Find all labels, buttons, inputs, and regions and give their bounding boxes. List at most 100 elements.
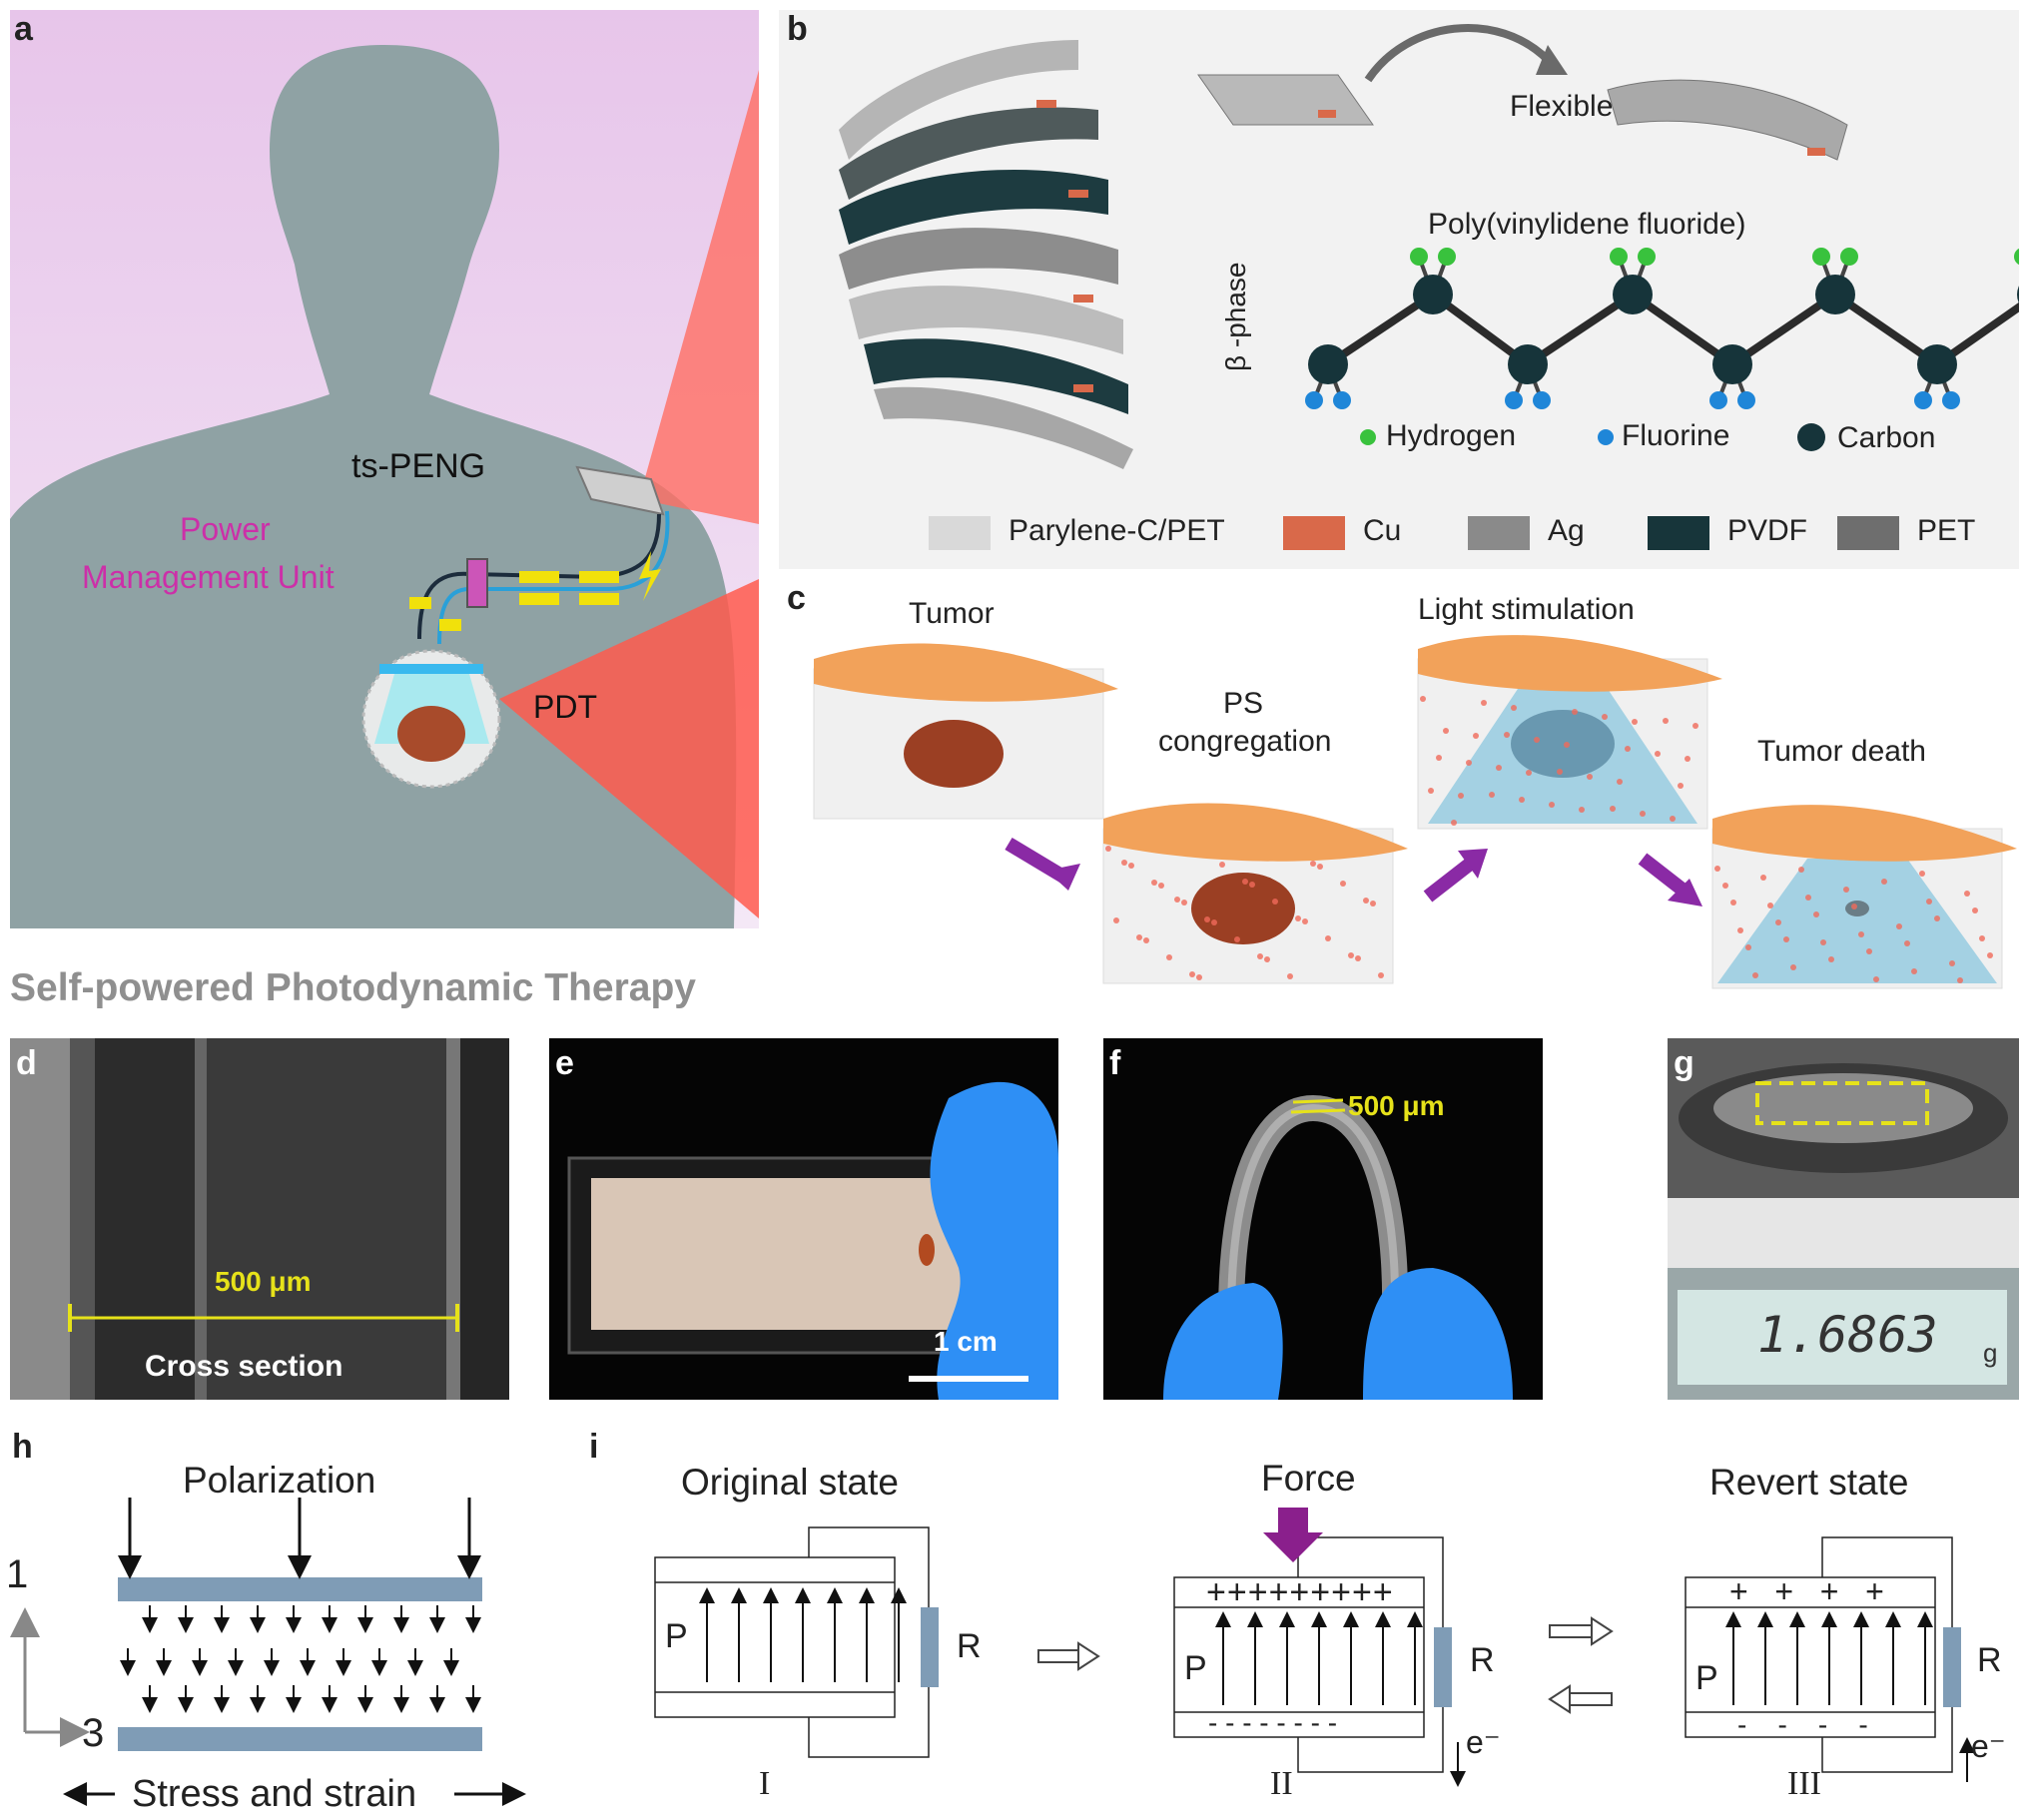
ps-molecule-dot — [1166, 954, 1172, 960]
panel-b-illustration — [839, 23, 2019, 469]
ps-molecule-dot — [1783, 936, 1789, 942]
fluorine-atom — [1305, 391, 1323, 409]
force-arrow — [1263, 1508, 1323, 1562]
ps-molecule-dot — [1767, 903, 1773, 909]
zoom-beam-upper — [639, 70, 759, 524]
legend-label-cu: Cu — [1363, 514, 1402, 547]
state-3-minus-charges: - - - - — [1737, 1709, 1868, 1740]
ps-molecule-dot — [1881, 879, 1887, 885]
death-box-tumor-remnant — [1845, 901, 1869, 916]
dipole-arrows — [120, 1605, 481, 1713]
balance-body — [1668, 1198, 2019, 1268]
flat-film — [1197, 74, 1374, 126]
carbon-legend-dot — [1797, 423, 1825, 451]
panel-i-label: i — [589, 1428, 599, 1466]
step-label-tumor: Tumor — [909, 597, 995, 630]
layer-7 — [874, 386, 1133, 469]
balance-unit: g — [1983, 1338, 1998, 1368]
ps-molecule-dot — [1775, 919, 1781, 925]
light-box-tumor — [1511, 710, 1615, 778]
ps-molecule-dot — [1625, 746, 1631, 752]
ps-molecule-dot — [1602, 714, 1608, 720]
ps-molecule-dot — [1572, 709, 1578, 715]
legend-swatch-pet — [1837, 516, 1899, 550]
step-arrow-3 — [1638, 853, 1702, 907]
ps-molecule-dot — [1987, 952, 1993, 958]
state-2-r-label: R — [1470, 1641, 1495, 1679]
cu-electrode-4 — [1073, 384, 1093, 392]
ps-molecule-dot — [1534, 737, 1540, 743]
layer-3 — [839, 170, 1108, 245]
hydrogen-atom — [1438, 248, 1456, 266]
ps-molecule-dot — [1105, 846, 1111, 852]
ps-molecule-dot — [1678, 783, 1684, 789]
panel-d: d 500 μm Cross section — [10, 1038, 509, 1400]
sem-layer-left — [10, 1038, 70, 1400]
cu-electrode-2 — [1068, 190, 1088, 198]
hydrogen-atom — [2014, 248, 2019, 266]
power-management-unit — [466, 558, 488, 608]
polarization-title: Polarization — [183, 1460, 376, 1501]
panel-f-label: f — [1109, 1044, 1121, 1082]
sem-layer-7 — [460, 1038, 509, 1400]
ps-molecule-dot — [1272, 899, 1278, 905]
ps-molecule-dot — [1685, 756, 1691, 762]
hydrogen-atom — [1840, 248, 1858, 266]
fluorine-atom — [1333, 391, 1351, 409]
panel-a-illustration — [10, 10, 759, 928]
panel-d-label: d — [16, 1044, 37, 1082]
hydrogen-atom — [1610, 248, 1628, 266]
ps-molecule-dot — [1745, 944, 1751, 950]
ps-molecule-dot — [1151, 880, 1157, 886]
sem-layer-4 — [195, 1038, 207, 1400]
ps-molecule-dot — [1564, 742, 1570, 748]
hydrogen-legend-dot — [1360, 429, 1376, 445]
carbon-atom — [1308, 344, 1348, 384]
pdt-label: PDT — [533, 689, 597, 725]
hydrogen-label: Hydrogen — [1386, 419, 1517, 452]
ps-molecule-dot — [1798, 867, 1804, 873]
material-legend: Parylene-C/PET Cu Ag PVDF PET — [929, 514, 2017, 554]
fluorine-atom — [1942, 391, 1960, 409]
phase-label: β -phase — [1220, 262, 1251, 372]
fluorine-atom — [1709, 391, 1727, 409]
ps-molecule-dot — [1143, 937, 1149, 943]
tumor-in-circle — [397, 706, 465, 762]
layer-6 — [864, 338, 1128, 414]
step-label-death: Tumor death — [1757, 735, 1926, 768]
copper-lead — [919, 1234, 935, 1266]
light-stimulation-box — [1417, 635, 1722, 830]
fluorine-atom — [1533, 391, 1551, 409]
panel-i-diagram — [654, 1508, 1975, 1787]
state-3-circuit — [1685, 1536, 1975, 1782]
balance-display — [1678, 1290, 2007, 1385]
ps-molecule-dot — [1174, 897, 1180, 903]
state-3-r-label: R — [1977, 1641, 2002, 1679]
ps-molecule-dot — [1128, 863, 1134, 869]
death-box-cone — [1717, 859, 1997, 983]
glove-finger — [930, 1081, 1058, 1400]
flexible-arrow — [1364, 23, 1551, 83]
component-3 — [519, 593, 559, 605]
ps-molecule-dot — [1964, 891, 1970, 897]
ps-molecule-dot — [1511, 705, 1517, 711]
ps-molecule-dot — [1790, 964, 1796, 970]
ps-molecule-dot — [1843, 887, 1849, 893]
sem-image — [10, 1038, 509, 1400]
bent-film — [1607, 79, 1848, 161]
ps-molecule-dot — [1934, 915, 1940, 921]
ps-molecule-dot — [1340, 881, 1346, 887]
ps-molecule-dot — [1113, 917, 1119, 923]
panel-d-caption: Cross section — [145, 1350, 343, 1383]
ps-molecule-dot — [1610, 806, 1616, 812]
ps-molecule-dot — [1851, 904, 1857, 910]
ps-molecule-dot — [1972, 908, 1978, 913]
panel-b: b Flexible Poly(vinylidene fluoride) β -… — [779, 10, 2019, 569]
ps-molecule-dot — [1957, 977, 1963, 983]
glove-left — [1163, 1283, 1283, 1400]
state-1-circuit — [654, 1526, 939, 1758]
ps-molecule-dot — [1428, 788, 1434, 794]
ts-peng-label: ts-PENG — [351, 447, 486, 485]
component-6 — [439, 619, 461, 631]
ps-molecule-dot — [1730, 900, 1736, 906]
